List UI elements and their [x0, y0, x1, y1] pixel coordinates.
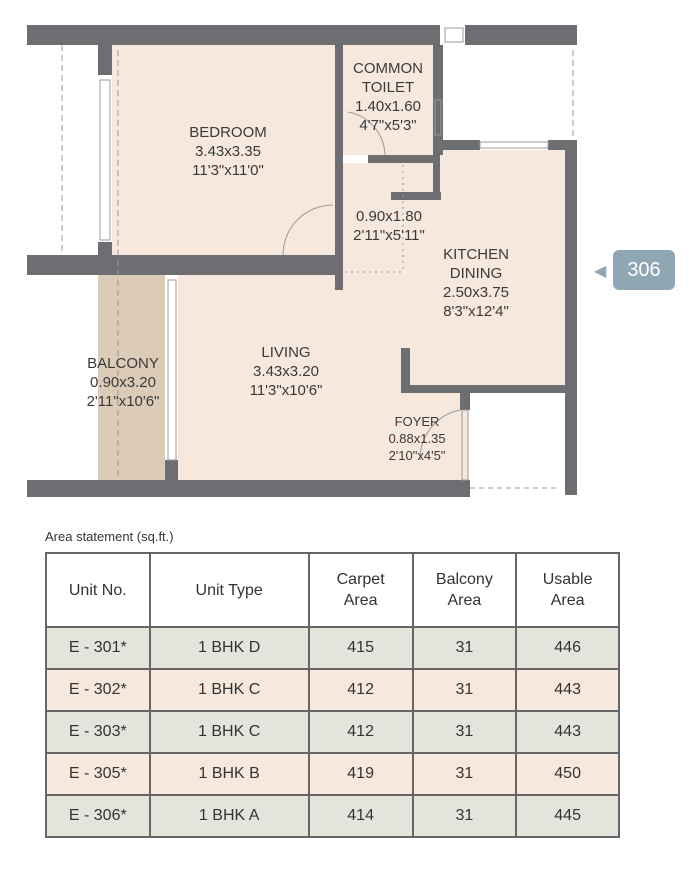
floor-plan — [27, 25, 577, 497]
room-size-m: 2.50x3.75 — [443, 284, 509, 301]
room-size-m: 3.43x3.35 — [195, 143, 261, 160]
cell: E - 305* — [45, 752, 151, 796]
table-caption: Area statement (sq.ft.) — [45, 529, 174, 544]
area-table: Unit No. Unit Type Carpet Area Balcony A… — [45, 552, 620, 838]
cell: 445 — [515, 794, 620, 838]
room-name: DINING — [449, 265, 503, 282]
room-name: BEDROOM — [189, 124, 267, 141]
foyer-label: FOYER 0.88x1.35 2'10"x4'5" — [388, 413, 445, 464]
table-header-row: Unit No. Unit Type Carpet Area Balcony A… — [45, 552, 620, 628]
cell: 31 — [411, 794, 518, 838]
room-size-ft: 2'11"x5'11" — [353, 227, 425, 244]
room-size-m: 3.43x3.20 — [253, 363, 319, 380]
kitchen-label: KITCHEN DINING 2.50x3.75 8'3"x12'4" — [443, 245, 509, 321]
header-unit-no: Unit No. — [45, 552, 151, 628]
header-balcony-area: Balcony Area — [411, 552, 518, 628]
cell: E - 301* — [45, 626, 151, 670]
header-text: Balcony Area — [435, 571, 493, 609]
cell: 31 — [411, 752, 518, 796]
cell: E - 306* — [45, 794, 151, 838]
room-name: LIVING — [261, 344, 311, 361]
arrow-left-icon: ◀ — [594, 263, 607, 280]
room-name: KITCHEN — [443, 246, 509, 263]
header-text: Usable Area — [542, 571, 593, 609]
cell: 443 — [515, 668, 620, 712]
room-size-m: 0.90x1.80 — [356, 208, 422, 225]
cell: 412 — [307, 668, 414, 712]
balcony-label: BALCONY 0.90x3.20 2'11"x10'6" — [87, 354, 160, 411]
header-unit-type: Unit Type — [148, 552, 310, 628]
room-size-m: 0.88x1.35 — [388, 431, 446, 446]
unit-tag: 306 — [613, 250, 675, 290]
cell: 419 — [307, 752, 414, 796]
cell: 446 — [515, 626, 620, 670]
toilet-label: COMMON TOILET 1.40x1.60 4'7"x5'3" — [353, 59, 423, 135]
cell: 31 — [411, 710, 518, 754]
room-size-ft: 2'11"x10'6" — [86, 393, 160, 410]
cell: 1 BHK C — [148, 710, 310, 754]
cell: 1 BHK A — [148, 794, 310, 838]
cell: 443 — [515, 710, 620, 754]
room-size-ft: 2'10"x4'5" — [388, 448, 446, 463]
bedroom-label: BEDROOM 3.43x3.35 11'3"x11'0" — [189, 123, 267, 180]
balcony-floor — [98, 275, 165, 482]
header-text: Carpet Area — [336, 571, 385, 609]
cell: 1 BHK C — [148, 668, 310, 712]
living-label: LIVING 3.43x3.20 11'3"x10'6" — [250, 343, 323, 400]
room-name: BALCONY — [87, 355, 159, 372]
room-name: COMMON — [353, 60, 423, 77]
room-size-ft: 4'7"x5'3" — [359, 117, 417, 134]
room-size-ft: 11'3"x10'6" — [249, 382, 323, 399]
room-size-ft: 8'3"x12'4" — [443, 303, 509, 320]
cell: 31 — [411, 668, 518, 712]
room-size-m: 1.40x1.60 — [355, 98, 421, 115]
cell: 450 — [515, 752, 620, 796]
room-name: FOYER — [394, 414, 440, 429]
cell: 31 — [411, 626, 518, 670]
cell: 412 — [307, 710, 414, 754]
room-size-m: 0.90x3.20 — [90, 374, 156, 391]
header-carpet-area: Carpet Area — [307, 552, 414, 628]
cell: 414 — [307, 794, 414, 838]
room-name: TOILET — [361, 79, 415, 96]
cell: 1 BHK D — [148, 626, 310, 670]
cell: E - 303* — [45, 710, 151, 754]
passage-label: 0.90x1.80 2'11"x5'11" — [353, 207, 425, 245]
cell: 1 BHK B — [148, 752, 310, 796]
cell: E - 302* — [45, 668, 151, 712]
header-usable-area: Usable Area — [515, 552, 620, 628]
cell: 415 — [307, 626, 414, 670]
room-size-ft: 11'3"x11'0" — [192, 162, 264, 179]
walls — [27, 25, 577, 497]
